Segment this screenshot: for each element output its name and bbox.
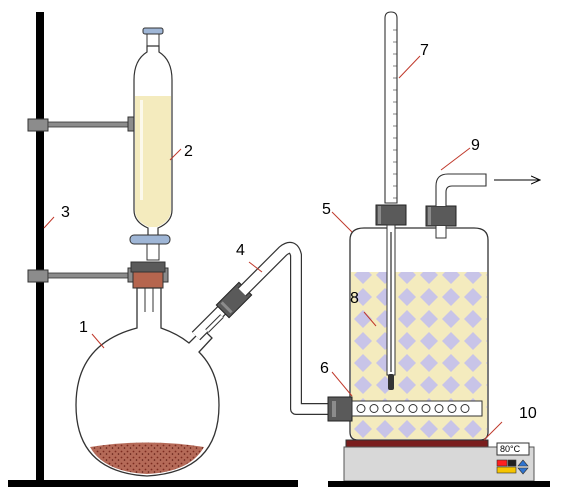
round-bottom-flask xyxy=(75,261,220,477)
label-9: 9 xyxy=(471,137,480,154)
label-8: 8 xyxy=(350,290,359,307)
heater-button-red[interactable] xyxy=(496,459,508,467)
heater-display-text: 80°C xyxy=(500,444,521,454)
support-stand xyxy=(8,12,298,487)
temp-down-icon[interactable] xyxy=(517,467,529,475)
label-5: 5 xyxy=(322,201,331,218)
label-6: 6 xyxy=(320,360,329,377)
heater-button-black[interactable] xyxy=(507,459,517,467)
heater-button-yellow[interactable] xyxy=(496,466,517,474)
gas-delivery-tube xyxy=(191,241,332,415)
gas-outlet xyxy=(425,173,540,239)
thermometer xyxy=(375,11,407,390)
label-7: 7 xyxy=(420,42,429,59)
hot-plate-heater xyxy=(328,439,550,487)
label-3: 3 xyxy=(61,204,70,221)
gas-distributor xyxy=(327,396,483,422)
temp-up-icon[interactable] xyxy=(517,459,529,467)
dropping-funnel xyxy=(129,27,173,261)
label-10: 10 xyxy=(519,405,537,422)
heater-display xyxy=(496,442,530,456)
label-1: 1 xyxy=(79,319,88,336)
leader-lines xyxy=(43,55,503,441)
label-2: 2 xyxy=(184,143,193,160)
absorption-vessel xyxy=(349,227,489,441)
label-4: 4 xyxy=(236,242,245,259)
